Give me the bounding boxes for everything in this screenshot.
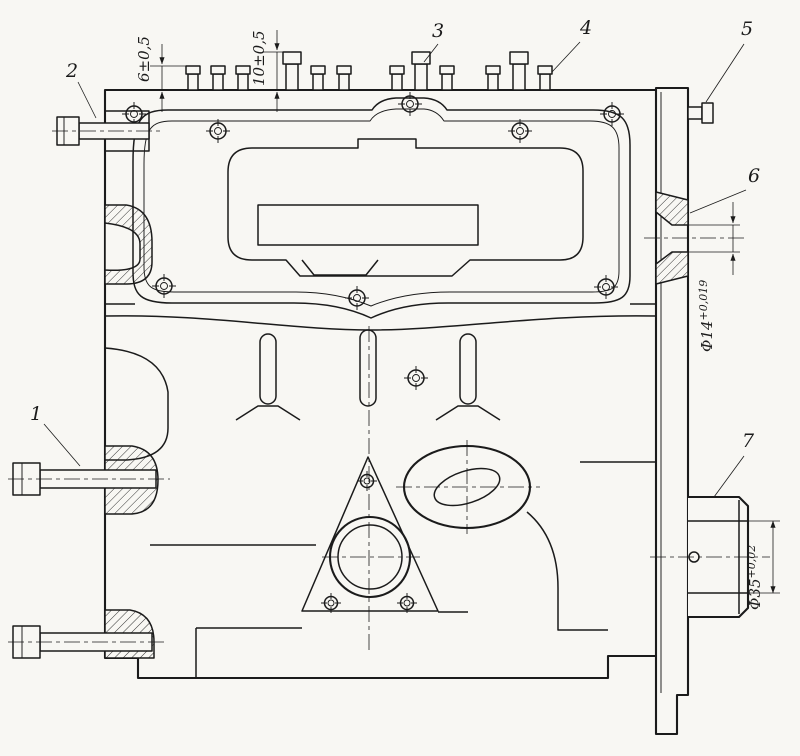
dimension-stud-6: 6±0,5 [135,36,198,112]
dimension-boss-bore: Ф35+0,02 [745,520,780,610]
callout-4: 4 [579,17,592,39]
dimension-dowel-hole: Ф14+0,019 [688,202,740,352]
callout-6: 6 [748,165,760,187]
dim-boss-bore: Ф35+0,02 [745,545,764,610]
callout-2: 2 [65,60,78,82]
flange-top-bolt [687,102,714,124]
flange-dowel-hole [655,191,689,285]
callouts: 1 2 3 4 5 6 7 [30,17,760,498]
dim-dowel-hole: Ф14+0,019 [697,280,716,352]
deck-bolt-holes [121,91,625,391]
interior-wall-lines [104,315,657,678]
callout-5: 5 [741,18,753,40]
callout-7: 7 [742,430,755,452]
top-studs [185,51,553,91]
right-flange [654,86,690,736]
dim-stud-height-center: 10±0,5 [250,30,268,86]
callout-1: 1 [30,403,42,425]
centerlines [8,130,770,650]
block-body-outline [103,88,656,680]
dim-stud-height-left: 6±0,5 [135,36,153,82]
callout-3: 3 [432,20,444,42]
dimension-stud-10: 10±0,5 [250,30,298,112]
sectioned-bosses [104,204,159,659]
gasket-face [105,97,656,319]
